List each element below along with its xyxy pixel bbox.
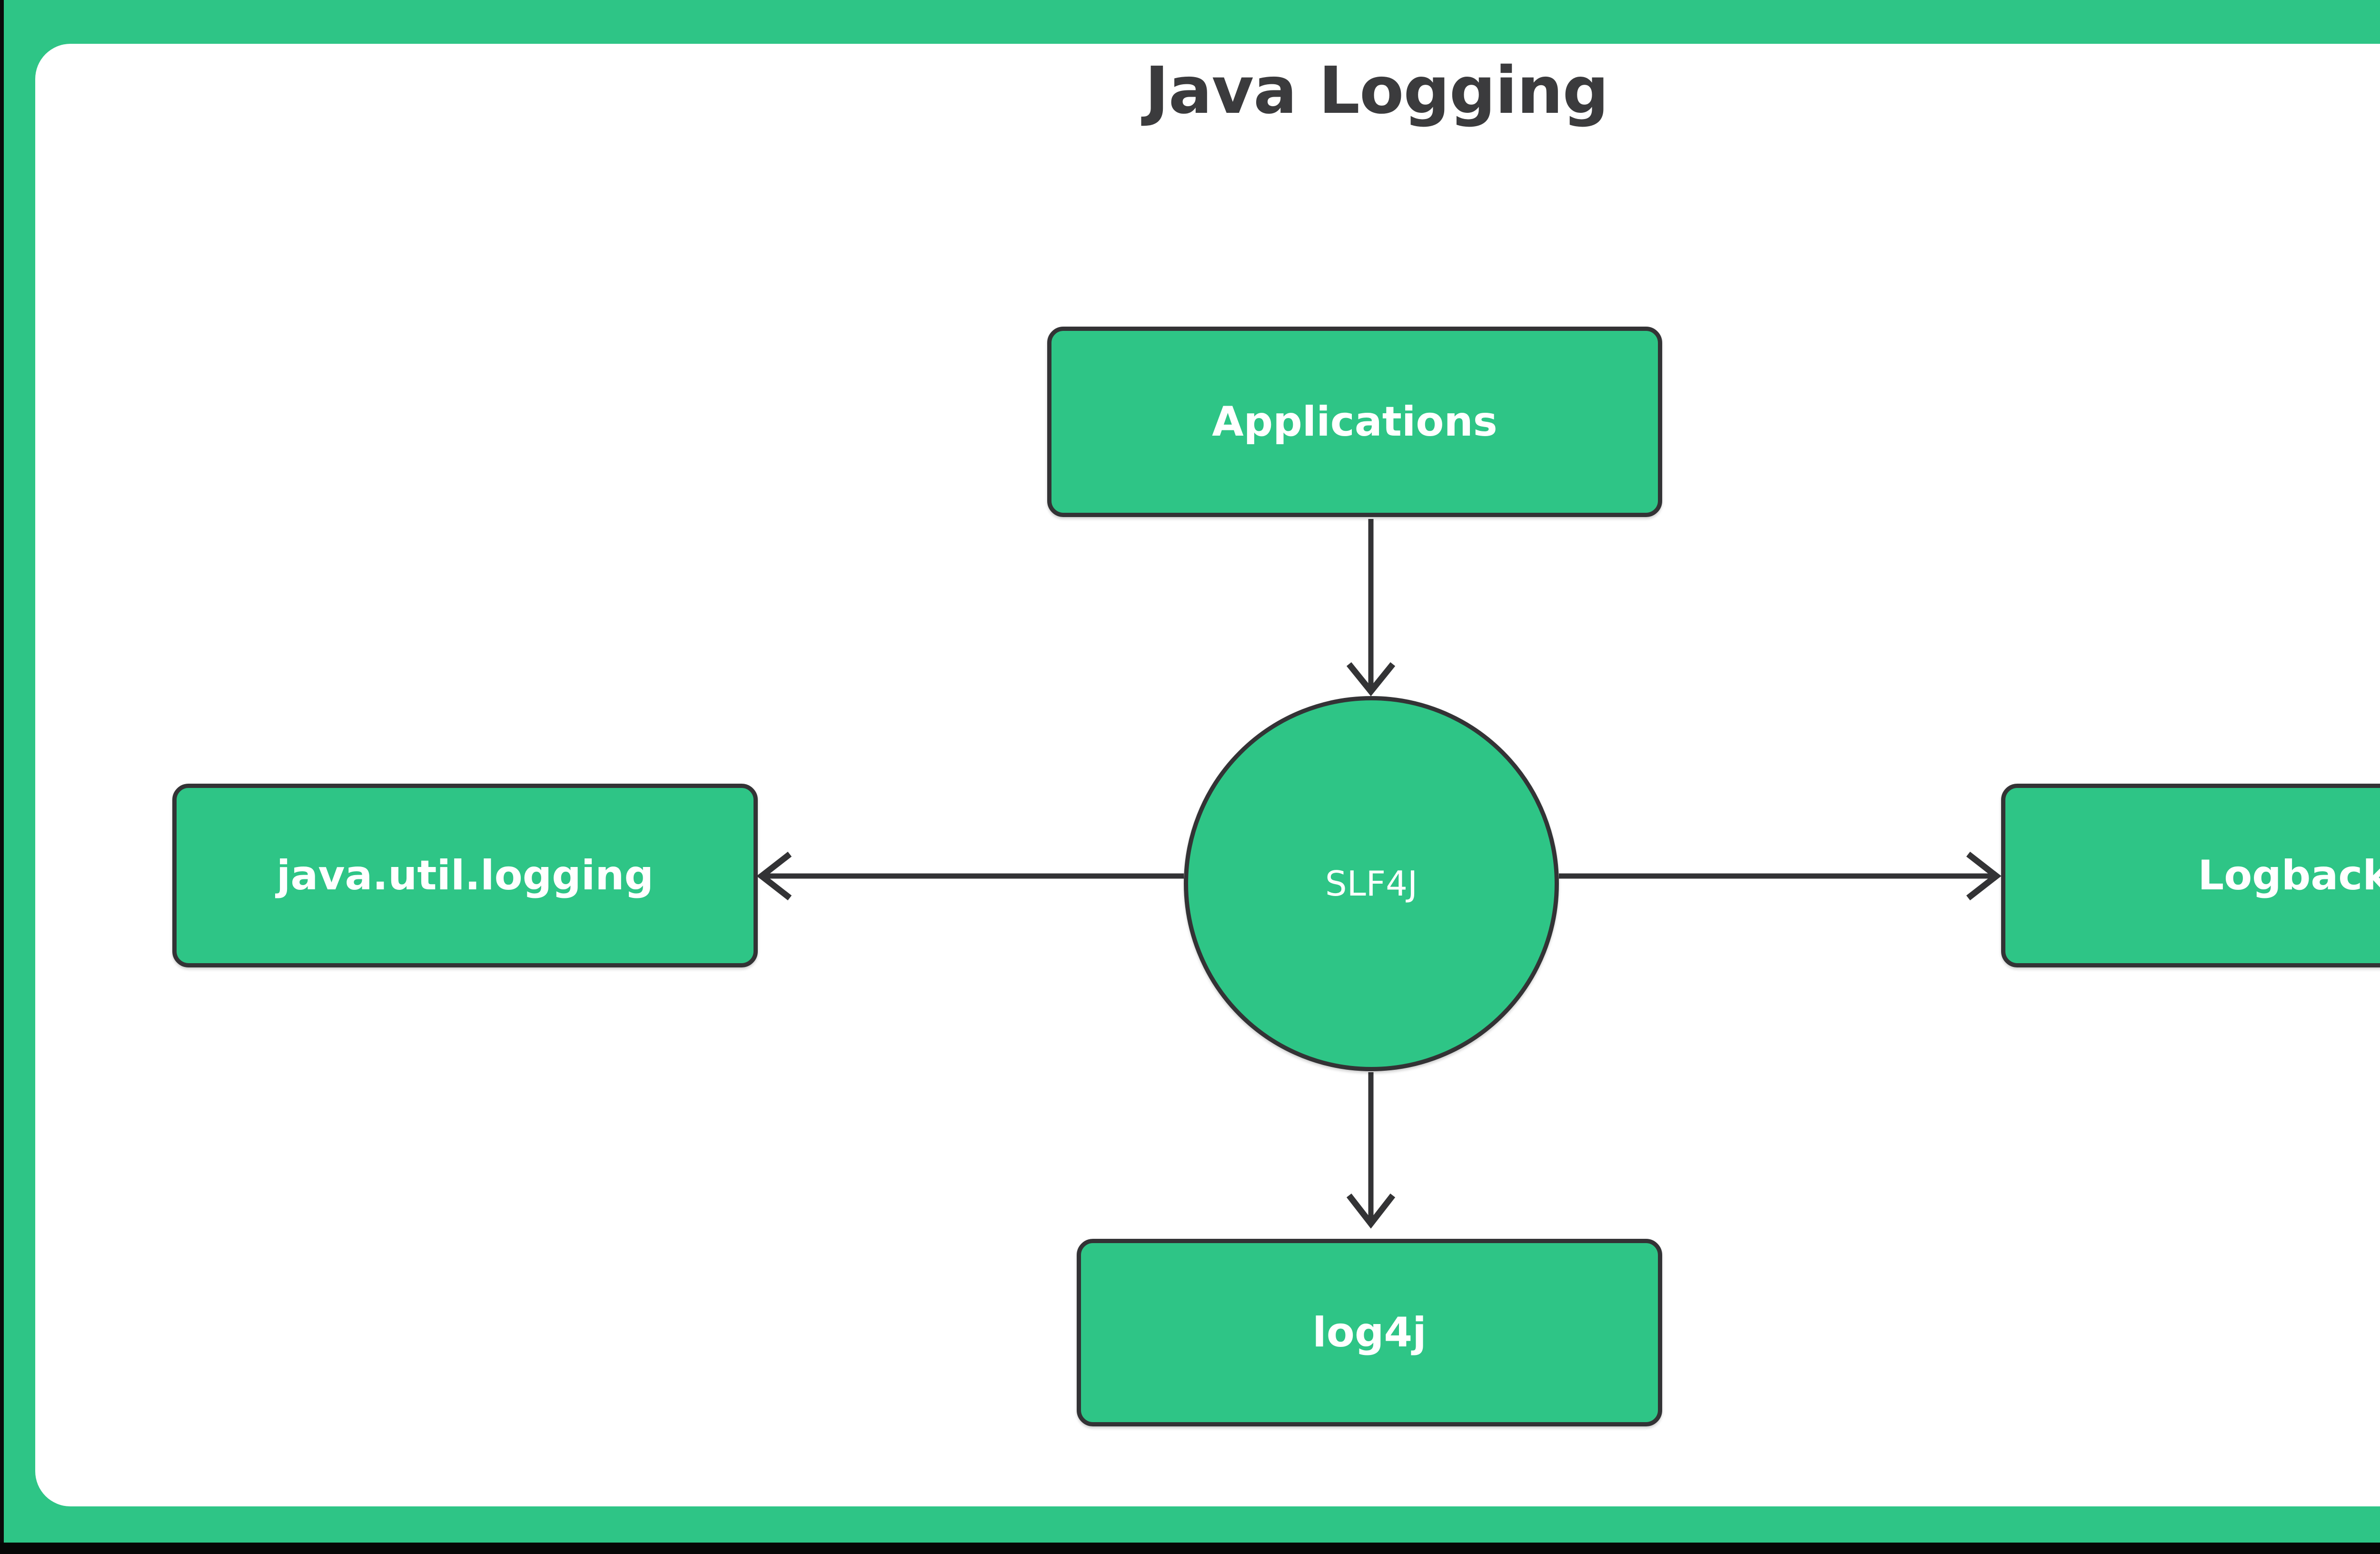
node-logback[interactable]: Logback — [2001, 784, 2380, 967]
canvas-edge-left — [0, 0, 4, 1554]
page-title: Java Logging — [1145, 53, 1609, 129]
canvas-edge-bottom — [0, 1543, 2380, 1554]
node-applications[interactable]: Applications — [1047, 327, 1662, 517]
node-log4j[interactable]: log4j — [1077, 1239, 1662, 1426]
node-java-util-logging[interactable]: java.util.logging — [172, 784, 758, 967]
node-java-util-logging-label: java.util.logging — [276, 851, 654, 899]
node-applications-label: Applications — [1212, 398, 1497, 446]
node-slf4j[interactable]: SLF4J — [1184, 696, 1559, 1071]
node-slf4j-label: SLF4J — [1325, 863, 1418, 904]
node-logback-label: Logback — [2198, 851, 2380, 899]
node-log4j-label: log4j — [1312, 1308, 1427, 1356]
